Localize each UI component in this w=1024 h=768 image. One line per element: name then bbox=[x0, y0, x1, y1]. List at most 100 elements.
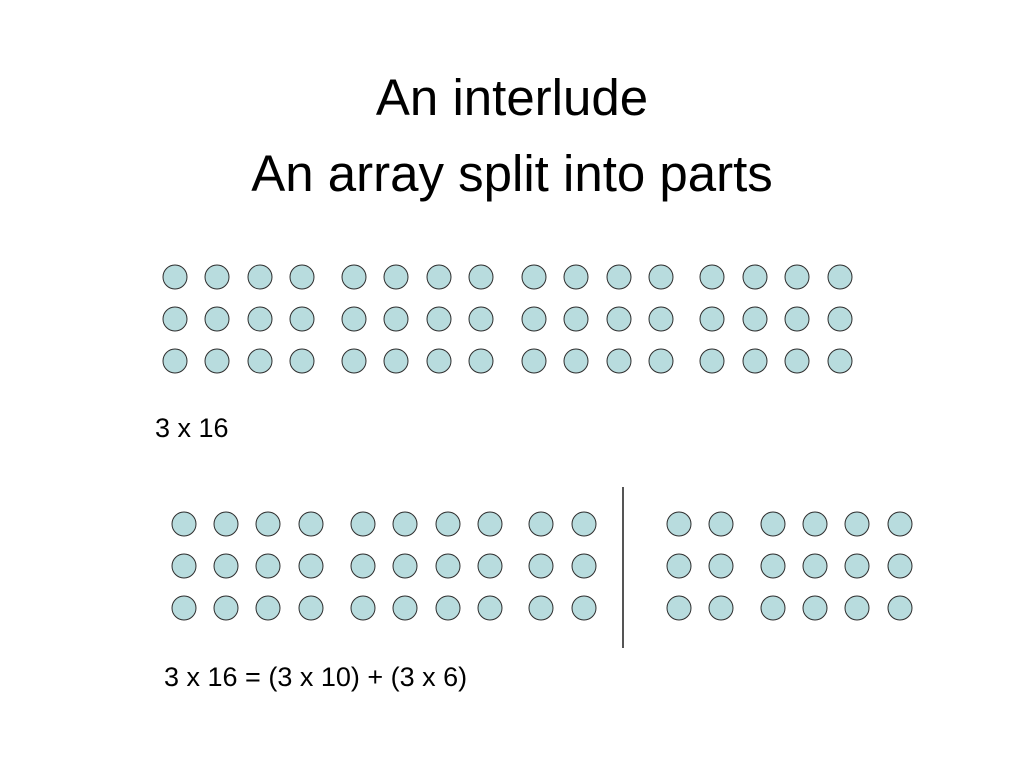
array-dot bbox=[648, 306, 674, 332]
array-dot bbox=[784, 264, 810, 290]
array-dot bbox=[204, 348, 230, 374]
array-dot bbox=[528, 595, 554, 621]
array-dot bbox=[392, 595, 418, 621]
array-dot bbox=[528, 511, 554, 537]
array-dot bbox=[255, 511, 281, 537]
array-dot bbox=[844, 511, 870, 537]
array-dot bbox=[760, 511, 786, 537]
array-3x6 bbox=[666, 511, 913, 621]
array-dot bbox=[435, 553, 461, 579]
array-dot bbox=[521, 264, 547, 290]
array-dot bbox=[827, 306, 853, 332]
array-dot bbox=[606, 348, 632, 374]
array-dot bbox=[468, 348, 494, 374]
array-dot bbox=[298, 553, 324, 579]
caption-3x16: 3 x 16 bbox=[155, 413, 229, 443]
array-dot bbox=[247, 348, 273, 374]
array-dot bbox=[341, 348, 367, 374]
array-dot bbox=[468, 264, 494, 290]
array-dot bbox=[392, 511, 418, 537]
array-dot bbox=[204, 264, 230, 290]
array-dot bbox=[247, 306, 273, 332]
array-dot bbox=[648, 348, 674, 374]
array-dot bbox=[571, 511, 597, 537]
array-dot bbox=[383, 348, 409, 374]
array-dot bbox=[477, 553, 503, 579]
array-dot bbox=[255, 553, 281, 579]
array-dot bbox=[350, 553, 376, 579]
array-dot bbox=[708, 553, 734, 579]
array-dot bbox=[802, 511, 828, 537]
array-dot bbox=[341, 306, 367, 332]
array-dot bbox=[760, 553, 786, 579]
array-dot bbox=[426, 264, 452, 290]
array-dot bbox=[392, 553, 418, 579]
array-dot bbox=[784, 348, 810, 374]
array-dot bbox=[606, 264, 632, 290]
slide-title-line-2: An array split into parts bbox=[251, 145, 773, 202]
array-dot bbox=[426, 348, 452, 374]
array-dot bbox=[699, 348, 725, 374]
array-dot bbox=[742, 348, 768, 374]
array-dot bbox=[563, 264, 589, 290]
array-dot bbox=[341, 264, 367, 290]
array-dot bbox=[742, 306, 768, 332]
slide-title-line-1: An interlude bbox=[375, 69, 649, 126]
array-dot bbox=[213, 595, 239, 621]
array-dot bbox=[350, 595, 376, 621]
array-dot bbox=[784, 306, 810, 332]
caption-distributive: 3 x 16 = (3 x 10) + (3 x 6) bbox=[164, 662, 468, 692]
array-dot bbox=[699, 264, 725, 290]
array-dot bbox=[435, 511, 461, 537]
array-dot bbox=[571, 553, 597, 579]
array-dot bbox=[563, 306, 589, 332]
array-dot bbox=[204, 306, 230, 332]
array-dot bbox=[298, 511, 324, 537]
array-dot bbox=[426, 306, 452, 332]
array-dot bbox=[383, 306, 409, 332]
array-dot bbox=[666, 553, 692, 579]
array-dot bbox=[844, 553, 870, 579]
array-dot bbox=[171, 595, 197, 621]
array-dot bbox=[213, 553, 239, 579]
array-dot bbox=[802, 595, 828, 621]
array-dot bbox=[521, 306, 547, 332]
array-dot bbox=[887, 595, 913, 621]
array-dot bbox=[827, 348, 853, 374]
array-dot bbox=[468, 306, 494, 332]
array-dot bbox=[162, 348, 188, 374]
array-dot bbox=[887, 553, 913, 579]
array-3x16 bbox=[162, 264, 853, 374]
array-dot bbox=[742, 264, 768, 290]
array-dot bbox=[648, 264, 674, 290]
array-dot bbox=[255, 595, 281, 621]
array-dot bbox=[887, 511, 913, 537]
array-dot bbox=[760, 595, 786, 621]
array-dot bbox=[666, 511, 692, 537]
array-dot bbox=[708, 511, 734, 537]
array-dot bbox=[802, 553, 828, 579]
array-dot bbox=[606, 306, 632, 332]
array-dot bbox=[666, 595, 692, 621]
array-dot bbox=[383, 264, 409, 290]
array-dot bbox=[699, 306, 725, 332]
array-dot bbox=[289, 264, 315, 290]
array-dot bbox=[477, 595, 503, 621]
array-dot bbox=[563, 348, 589, 374]
array-dot bbox=[247, 264, 273, 290]
array-dot bbox=[162, 264, 188, 290]
array-dot bbox=[162, 306, 188, 332]
array-3x10 bbox=[171, 511, 597, 621]
array-dot bbox=[171, 553, 197, 579]
array-dot bbox=[171, 511, 197, 537]
array-dot bbox=[289, 348, 315, 374]
array-dot bbox=[521, 348, 547, 374]
array-dot bbox=[708, 595, 734, 621]
array-dot bbox=[298, 595, 324, 621]
array-dot bbox=[289, 306, 315, 332]
array-dot bbox=[213, 511, 239, 537]
array-dot bbox=[571, 595, 597, 621]
array-dot bbox=[844, 595, 870, 621]
